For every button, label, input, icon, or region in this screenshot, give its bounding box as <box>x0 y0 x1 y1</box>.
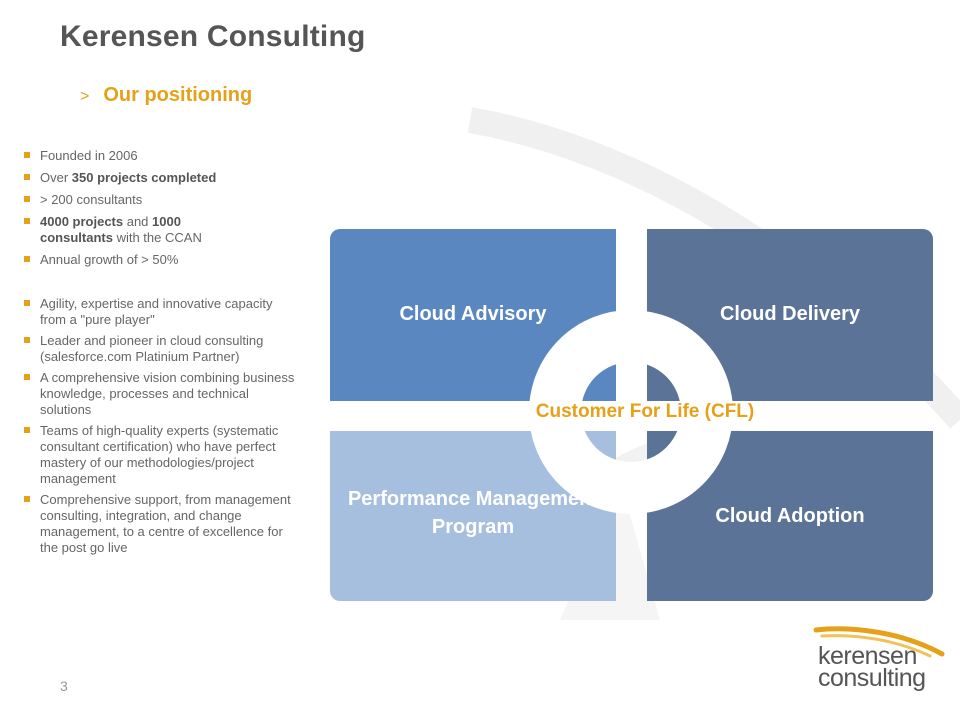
facts-list: Founded in 2006 Over 350 projects comple… <box>22 148 252 274</box>
square-bullet-icon <box>24 374 30 380</box>
list-item: Annual growth of > 50% <box>22 252 252 268</box>
strength-text: A comprehensive vision combining busines… <box>40 370 295 417</box>
slide-title: Kerensen Consulting <box>60 20 366 53</box>
fact-text: with the CCAN <box>112 230 202 245</box>
strength-text: Comprehensive support, from management c… <box>40 492 291 555</box>
square-bullet-icon <box>24 218 30 224</box>
logo-text-line2: consulting <box>818 664 926 692</box>
center-label: Customer For Life (CFL) <box>535 401 755 422</box>
list-item: Leader and pioneer in cloud consulting (… <box>22 333 302 365</box>
strength-text: Leader and pioneer in cloud consulting (… <box>40 333 264 364</box>
fact-text: and <box>123 214 153 229</box>
list-item: Comprehensive support, from management c… <box>22 492 302 556</box>
quadrant-label: Performance Management Program <box>347 488 599 538</box>
quadrant-label: Cloud Adoption <box>715 505 865 527</box>
logo-swoosh-icon <box>813 626 945 658</box>
logo-text-line1: kerensen <box>818 642 917 670</box>
page-number: 3 <box>60 678 68 694</box>
list-item: Founded in 2006 <box>22 148 252 164</box>
list-item: 4000 projects and 1000 consultants with … <box>22 214 252 246</box>
subtitle-text: Our positioning <box>103 84 253 106</box>
strength-text: Agility, expertise and innovative capaci… <box>40 296 273 327</box>
fact-bold-text: 1000 consultants <box>40 214 181 245</box>
fact-bold-text: 350 projects completed <box>71 170 217 185</box>
quadrant-label: Cloud Delivery <box>719 303 861 325</box>
square-bullet-icon <box>24 174 30 180</box>
fact-text: Founded in 2006 <box>40 148 138 163</box>
list-item: A comprehensive vision combining busines… <box>22 370 302 418</box>
slide-subtitle: > Our positioning <box>80 84 252 107</box>
strengths-list: Agility, expertise and innovative capaci… <box>22 296 302 561</box>
company-logo: kerensen consulting <box>812 624 948 694</box>
fact-bold-text: 4000 projects <box>40 214 124 229</box>
list-item: Teams of high-quality experts (systemati… <box>22 423 302 487</box>
square-bullet-icon <box>24 300 30 306</box>
quadrant-label: Cloud Advisory <box>399 303 547 325</box>
quadrant-cloud-adoption: Cloud Adoption <box>647 431 933 601</box>
square-bullet-icon <box>24 152 30 158</box>
square-bullet-icon <box>24 427 30 433</box>
list-item: > 200 consultants <box>22 192 252 208</box>
fact-text: > 200 consultants <box>40 192 143 207</box>
square-bullet-icon <box>24 337 30 343</box>
list-item: Over 350 projects completed <box>22 170 252 186</box>
fact-text: Annual growth of > 50% <box>40 252 179 267</box>
fact-text: Over <box>40 170 72 185</box>
square-bullet-icon <box>24 256 30 262</box>
strength-text: Teams of high-quality experts (systemati… <box>40 423 279 486</box>
chevron-right-icon: > <box>80 88 90 105</box>
square-bullet-icon <box>24 496 30 502</box>
square-bullet-icon <box>24 196 30 202</box>
list-item: Agility, expertise and innovative capaci… <box>22 296 302 328</box>
